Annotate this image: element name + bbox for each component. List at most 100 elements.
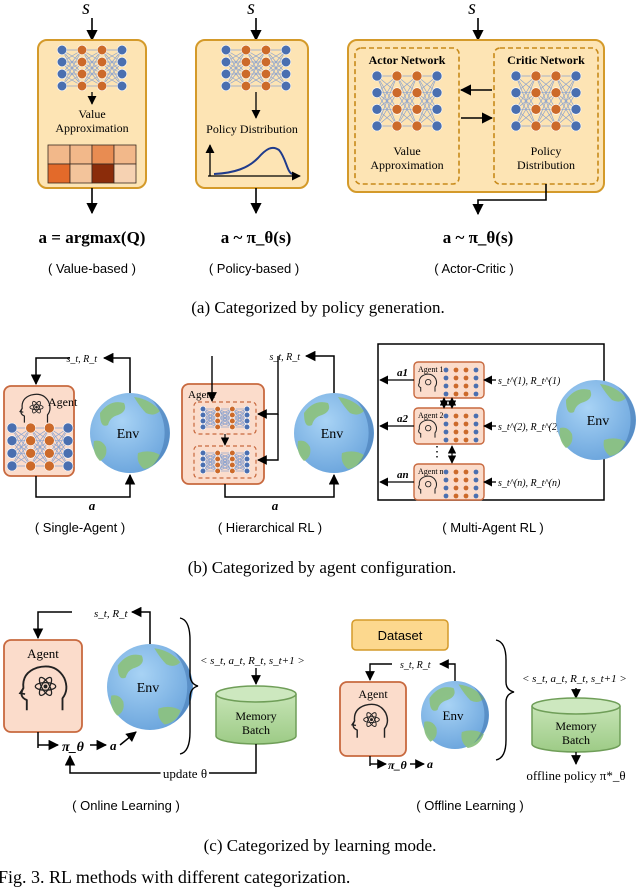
nn-node [56, 56, 68, 68]
nn-node [214, 417, 221, 425]
memory-label-2: Batch [242, 723, 270, 737]
nn-node [116, 80, 128, 92]
nn-node [229, 461, 236, 469]
nn-node [214, 423, 221, 431]
nn-node [220, 80, 232, 92]
earth-icon [294, 393, 374, 473]
nn-node [443, 437, 449, 443]
nn-node [453, 413, 459, 419]
nn-node [443, 391, 449, 397]
feedback-label: s_t, R_t [400, 660, 431, 671]
nn-node [473, 485, 479, 491]
agent-head-icon [19, 393, 51, 423]
value-based-block: s Value Approximation a = argmax(Q) ( Va… [37, 0, 147, 276]
nn-node [463, 469, 469, 475]
nn-node [463, 421, 469, 427]
nn-node [453, 367, 459, 373]
ellipsis-dots: ⋮ [430, 445, 444, 460]
nn-node [243, 405, 251, 413]
online-learning-block: Agent Env s_t, R_t π_θ a < s_t, a_t, R_t… [3, 606, 305, 813]
nn-node [550, 120, 562, 132]
neural-net-icon [510, 70, 582, 132]
nn-node [443, 485, 449, 491]
section-b: Agent Env s_t, R_t a ( Single-Agent ) Ag… [3, 343, 636, 577]
actor-label-1: Value [393, 144, 420, 158]
actor-label-2: Approximation [370, 158, 443, 172]
nn-node [214, 405, 221, 413]
nn-node [443, 429, 449, 435]
earth-icon [556, 380, 636, 460]
tuple-label: < s_t, a_t, R_t, s_t+1 > [522, 673, 627, 685]
heatmap-cell [113, 163, 137, 184]
nn-node [44, 422, 55, 434]
single-agent-block: Agent Env s_t, R_t a ( Single-Agent ) [3, 352, 170, 535]
nn-node [116, 56, 128, 68]
nn-node [550, 104, 562, 115]
nn-node [243, 449, 251, 457]
state-label: s [468, 0, 476, 19]
nn-node [463, 391, 469, 397]
nn-node [453, 391, 459, 397]
hier-caption: ( Hierarchical RL ) [218, 520, 322, 535]
nn-node [96, 56, 108, 68]
nn-node [371, 120, 383, 132]
nn-node [44, 460, 55, 472]
section-a: s Value Approximation a = argmax(Q) ( Va… [37, 0, 605, 317]
nn-node [243, 461, 251, 469]
nn-node [473, 477, 479, 483]
heatmap-cell [113, 144, 137, 165]
nn-node [570, 70, 582, 82]
subcaption-b: (b) Categorized by agent configuration. [188, 558, 457, 577]
ac-caption: ( Actor-Critic ) [434, 261, 513, 276]
nn-node [44, 435, 55, 446]
nn-node [411, 70, 423, 82]
value-output: a = argmax(Q) [39, 228, 146, 247]
agent-label: Agent [27, 646, 59, 661]
critic-label-2: Distribution [517, 158, 575, 172]
nn-node [25, 435, 36, 446]
feedback-label: s_t, R_t [66, 354, 97, 365]
nn-node [391, 87, 403, 98]
nn-node [76, 56, 88, 68]
nn-node [62, 435, 74, 446]
nn-node [260, 44, 272, 56]
nn-node [530, 87, 542, 98]
single-caption: ( Single-Agent ) [35, 520, 125, 535]
nn-node [463, 477, 469, 483]
offline-learning-block: Dataset Agent Env s_t, R_t π_θ a < s_t, … [339, 619, 627, 813]
nn-node [570, 87, 582, 98]
policy-distribution-label: Policy Distribution [206, 122, 298, 136]
nn-node [453, 375, 459, 381]
neural-net-icon [199, 405, 251, 431]
nn-node [62, 422, 74, 434]
heatmap-cell [47, 163, 71, 184]
agent-head-icon [418, 419, 438, 438]
nn-node [229, 405, 236, 413]
nn-node [220, 56, 232, 68]
nn-node [473, 367, 479, 373]
nn-node [453, 469, 459, 475]
env-label: Env [117, 427, 140, 442]
nn-node [229, 423, 236, 431]
actor-network-box [354, 47, 460, 185]
nn-node [473, 469, 479, 475]
nn-node [229, 411, 236, 419]
nn-node [6, 422, 18, 434]
nn-node [431, 70, 443, 82]
nn-node [229, 455, 236, 463]
nn-node [453, 477, 459, 483]
heatmap-cell [69, 144, 93, 165]
nn-node [510, 104, 522, 115]
agent-head-icon [350, 703, 389, 738]
nn-node [530, 104, 542, 115]
nn-node [96, 68, 108, 80]
nn-node [6, 460, 18, 472]
feedback-label: s_t, R_t [269, 352, 300, 363]
online-caption: ( Online Learning ) [72, 798, 180, 813]
heatmap-cell [69, 163, 93, 184]
nn-node [62, 460, 74, 472]
nn-node [570, 104, 582, 115]
nn-node [280, 56, 292, 68]
nn-node [463, 383, 469, 389]
nn-node [199, 449, 207, 457]
